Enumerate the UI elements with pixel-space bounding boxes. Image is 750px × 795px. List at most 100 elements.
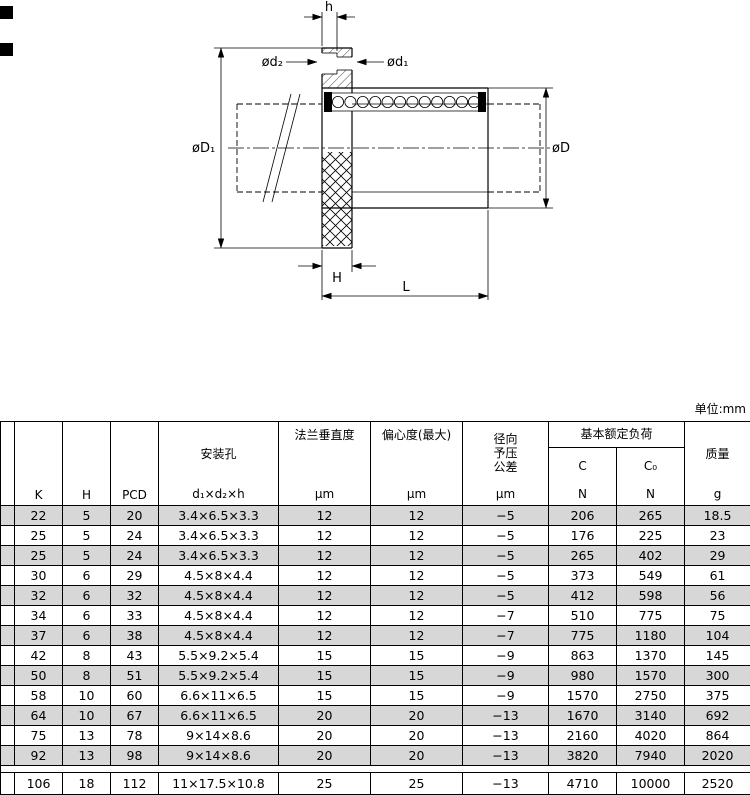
dimension-h: h [304, 0, 355, 51]
table-cell: 33 [111, 606, 159, 626]
table-cell: −13 [463, 773, 549, 795]
table-cell: 75 [15, 726, 63, 746]
table-cell: 22 [15, 506, 63, 526]
table-cell: 12 [371, 526, 463, 546]
table-cell: 56 [685, 586, 750, 606]
table-cell: 67 [111, 706, 159, 726]
table-cell: 12 [371, 586, 463, 606]
table-cell: 51 [111, 666, 159, 686]
table-cell: 43 [111, 646, 159, 666]
table-cell: 4710 [549, 773, 617, 795]
table-cell: 5 [63, 526, 111, 546]
table-cell: 112 [111, 773, 159, 795]
table-cell: 3.4×6.5×3.3 [159, 526, 279, 546]
table-cell: 6 [63, 606, 111, 626]
table-cell: 225 [617, 526, 685, 546]
header-flange-perpendicularity: 法兰垂直度 μm [279, 422, 371, 506]
spec-table: K H PCD 安装孔 d₁×d₂×h 法兰垂直度 μm [0, 421, 750, 795]
dim-label-D: øD [552, 141, 570, 156]
table-cell: 2160 [549, 726, 617, 746]
table-cell: 98 [111, 746, 159, 766]
table-cell: −5 [463, 506, 549, 526]
table-cell: 980 [549, 666, 617, 686]
table-cell: 775 [549, 626, 617, 646]
table-cell: 32 [111, 586, 159, 606]
table-cell: 692 [685, 706, 750, 726]
table-cell: 32 [15, 586, 63, 606]
dimension-H: H [298, 250, 376, 300]
table-cell: 12 [371, 566, 463, 586]
table-cell: 106 [15, 773, 63, 795]
table-cell: 11×17.5×10.8 [159, 773, 279, 795]
table-cell: 176 [549, 526, 617, 546]
table-cell-cutoff [1, 606, 15, 626]
table-cell: 3140 [617, 706, 685, 726]
table-header: K H PCD 安装孔 d₁×d₂×h 法兰垂直度 μm [1, 422, 750, 506]
table-cell: 8 [63, 646, 111, 666]
table-cell: 1370 [617, 646, 685, 666]
table-cell: 412 [549, 586, 617, 606]
flange-crosshatch [323, 152, 352, 246]
table-cell: 510 [549, 606, 617, 626]
flange-hatch [322, 48, 337, 53]
table-cell: 29 [111, 566, 159, 586]
table-cell: 23 [685, 526, 750, 546]
table-cell: 5.5×9.2×5.4 [159, 666, 279, 686]
table-cell: 5.5×9.2×5.4 [159, 646, 279, 666]
table-cell: −5 [463, 546, 549, 566]
table-cell: 20 [279, 746, 371, 766]
table-cell: −9 [463, 666, 549, 686]
unit-label: 单位:mm [695, 402, 746, 416]
table-cell: 1570 [617, 666, 685, 686]
table-cell: 6.6×11×6.5 [159, 706, 279, 726]
table-cell-cutoff [1, 726, 15, 746]
flange-hatch [337, 48, 352, 57]
table-cell: 60 [111, 686, 159, 706]
dim-label-D1: øD₁ [192, 141, 215, 156]
table-cell: 15 [371, 666, 463, 686]
table-cell-cutoff [1, 746, 15, 766]
header-basic-load: 基本额定负荷 C N C₀ N [549, 422, 685, 506]
table-cell: 4.5×8×4.4 [159, 626, 279, 646]
table-cell: 10 [63, 686, 111, 706]
mount-hole-title: 安装孔 [159, 422, 278, 484]
table-cell: 20 [279, 726, 371, 746]
table-cell: 265 [617, 506, 685, 526]
header-h: H [63, 422, 111, 506]
table-cell: −5 [463, 526, 549, 546]
table-cell: 775 [617, 606, 685, 626]
table-cell: 12 [279, 626, 371, 646]
table-cell-cutoff [1, 546, 15, 566]
header-eccentricity: 偏心度(最大) μm [371, 422, 463, 506]
table-cell: 373 [549, 566, 617, 586]
table-cell: 2520 [685, 773, 750, 795]
dimension-d2: ød₂ [262, 55, 317, 70]
technical-drawing: h ød₂ ød₁ øD₁ øD H L [0, 0, 750, 410]
table-cell: 12 [279, 606, 371, 626]
table-cell: 20 [371, 746, 463, 766]
table-cell: 265 [549, 546, 617, 566]
table-cell: 12 [279, 586, 371, 606]
table-cell: 12 [279, 506, 371, 526]
table-cell-cutoff [1, 773, 15, 795]
table-cell-cutoff [1, 646, 15, 666]
table-cell: 20 [111, 506, 159, 526]
dim-label-h: h [325, 0, 333, 15]
mount-hole-sub: d₁×d₂×h [159, 484, 278, 505]
table-cell: 64 [15, 706, 63, 726]
table-cell-cutoff [1, 566, 15, 586]
table-cell: 6.6×11×6.5 [159, 686, 279, 706]
table-cell: 92 [15, 746, 63, 766]
table-cell: 25 [279, 773, 371, 795]
table-cell: 10000 [617, 773, 685, 795]
table-gap-row [1, 766, 750, 773]
table-cell-cutoff [1, 626, 15, 646]
table-cell: 598 [617, 586, 685, 606]
dim-label-d1: ød₁ [387, 55, 408, 70]
table-cell: 50 [15, 666, 63, 686]
table-cell: 20 [279, 706, 371, 726]
